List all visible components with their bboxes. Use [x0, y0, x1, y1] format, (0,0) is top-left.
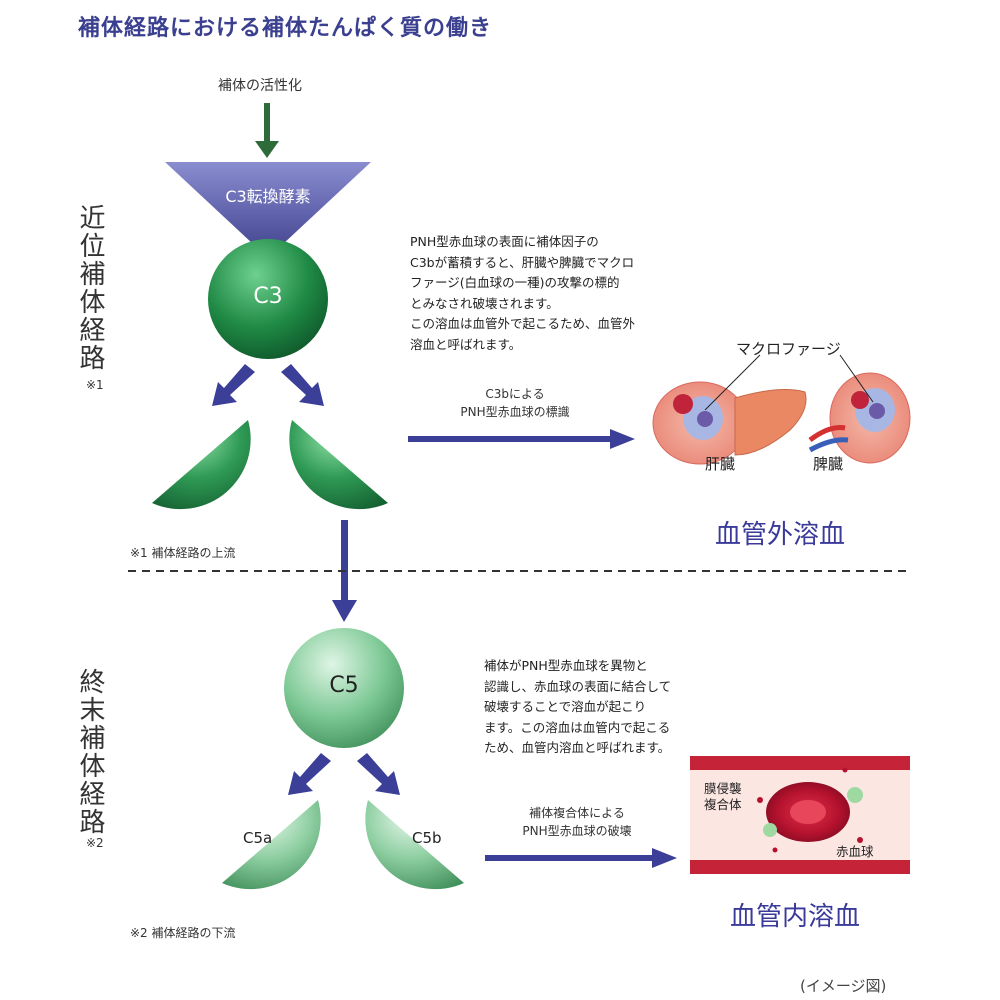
- c5b-label: C5b: [412, 829, 442, 847]
- c3-convertase-label: C3転換酵素: [225, 187, 311, 206]
- diagram-title: 補体経路における補体たんぱく質の働き: [78, 16, 493, 41]
- proximal-pathway-label: 近位補体経路: [75, 204, 105, 372]
- c5a-label: C5a: [243, 829, 273, 847]
- c3-sphere: [208, 239, 328, 359]
- proximal-note-mark: ※1: [86, 378, 104, 392]
- c3-split-arrows: [212, 364, 324, 406]
- macrophage-label: マクロファージ: [736, 340, 841, 358]
- c5b-half-sphere: [365, 800, 464, 890]
- c3a-half-sphere: [152, 420, 251, 510]
- c5a-half-sphere: [222, 800, 321, 890]
- c3-label: C3: [253, 284, 283, 309]
- c3b-half-sphere: [289, 420, 388, 510]
- vessel-illustration: [690, 756, 910, 874]
- c3-convertase-triangle: [165, 162, 371, 258]
- c3a-label: C3a: [166, 440, 196, 458]
- proximal-description: PNH型赤血球の表面に補体因子の C3bが蓄積すると、肝臓や脾臓でマクロ ファー…: [410, 234, 636, 352]
- c3b-label: C3b: [336, 440, 366, 458]
- activation-arrow: [255, 103, 279, 158]
- intravascular-arrow: [485, 848, 677, 868]
- rbc-label: 赤血球: [836, 844, 874, 859]
- c5-label: C5: [329, 673, 359, 698]
- organs-illustration: [652, 354, 911, 465]
- terminal-note-mark: ※2: [86, 836, 104, 850]
- liver-label: 肝臓: [705, 455, 736, 473]
- activation-label: 補体の活性化: [218, 78, 302, 94]
- terminal-description: 補体がPNH型赤血球を異物と 認識し、赤血球の表面に結合して 破壊することで溶血…: [484, 658, 672, 755]
- spleen-label: 脾臓: [813, 455, 844, 473]
- image-note: (イメージ図): [800, 977, 887, 995]
- intravascular-hemolysis-label: 血管内溶血: [730, 902, 861, 932]
- c5-split-arrows: [288, 753, 400, 795]
- extravascular-arrow-label: C3bによる PNH型赤血球の標識: [460, 387, 570, 419]
- terminal-pathway-label: 終末補体経路: [75, 668, 105, 836]
- mac-label: 膜侵襲 複合体: [704, 781, 742, 812]
- terminal-footnote: ※2 補体経路の下流: [130, 926, 236, 940]
- extravascular-hemolysis-label: 血管外溶血: [715, 520, 846, 550]
- c5-sphere: [284, 628, 404, 748]
- intravascular-arrow-label: 補体複合体による PNH型赤血球の破壊: [522, 806, 632, 838]
- proximal-footnote: ※1 補体経路の上流: [130, 546, 236, 560]
- c5-down-arrow: [332, 520, 357, 622]
- extravascular-arrow: [408, 429, 635, 449]
